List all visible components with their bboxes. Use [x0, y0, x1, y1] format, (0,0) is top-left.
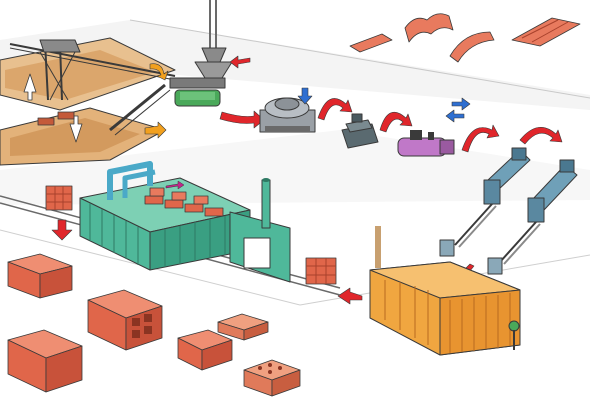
- blue-arrow-icon: [445, 109, 465, 123]
- hollow-brick-icon: [87, 289, 163, 351]
- flow-arrow-icon: [461, 124, 500, 153]
- crusher-mill: [259, 87, 316, 133]
- clay-quarry: [0, 37, 176, 166]
- curved-tile-icon: [449, 31, 495, 63]
- brick-pallet-icon: [305, 257, 337, 285]
- flow-arrow-icon: [337, 287, 363, 305]
- finished-stacks: [45, 185, 337, 285]
- solid-brick-icon: [217, 313, 269, 341]
- flat-tile-icon: [349, 33, 393, 53]
- red-arrow-icon: [229, 55, 251, 69]
- roof-tile-products: [349, 13, 581, 63]
- interlock-tile-icon: [404, 13, 454, 43]
- flow-arrow-icon: [317, 98, 353, 121]
- mixer: [341, 113, 379, 149]
- extruder-press: [397, 97, 471, 157]
- blue-arrow-icon: [297, 87, 313, 105]
- hollow-brick-icon: [177, 329, 233, 371]
- orange-arrow-icon: [149, 63, 169, 81]
- flow-arrow-icon: [379, 111, 413, 133]
- cutting-presses: [439, 147, 578, 275]
- flow-arrow-icon: [51, 219, 73, 241]
- hollow-brick-icon: [7, 329, 83, 393]
- up-arrow-icon: [23, 73, 37, 101]
- down-arrow-icon: [69, 115, 83, 143]
- hollow-brick-icon: [7, 253, 73, 299]
- purple-arrow-icon: [165, 180, 185, 190]
- flow-arrow-icon: [519, 127, 563, 145]
- blue-arrow-icon: [451, 97, 471, 111]
- orange-arrow-icon: [144, 121, 167, 139]
- brick-pallet-icon: [45, 185, 73, 211]
- perforated-brick-icon: [243, 359, 301, 397]
- brick-products: [7, 253, 301, 397]
- ridged-tile-icon: [511, 17, 581, 47]
- dryer: [369, 226, 521, 356]
- excavator-conveyor: [9, 39, 176, 139]
- tunnel-kiln: [79, 161, 291, 283]
- flow-arrow-icon: [219, 110, 265, 129]
- hopper-feeder: [169, 0, 251, 107]
